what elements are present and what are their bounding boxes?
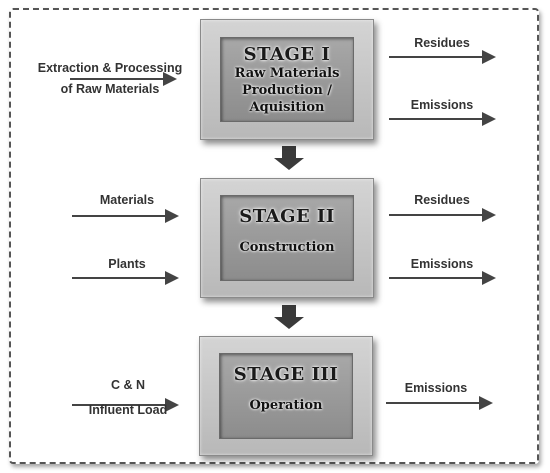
input-label-stage1: Extraction & Processing of Raw Materials [28,59,192,99]
stage-1-subtitle-line-3: Aquisition [249,100,325,115]
down-arrow-stage2-to-3 [274,305,304,329]
stage-1-box: STAGE I Raw Materials Production / Aquis… [200,19,374,140]
stage-2-inner: STAGE II Construction [220,195,354,281]
input-label-stage3: C & N Influent Load [66,376,190,420]
output-label-stage1-residues: Residues [414,36,470,50]
stage-3-subtitle: Operation [249,398,323,413]
input-label-materials: Materials [99,193,155,207]
stage-1-inner: STAGE I Raw Materials Production / Aquis… [220,37,354,122]
stage-1-subtitle-line-1: Raw Materials [234,66,340,81]
output-label-stage3-emissions: Emissions [404,381,468,395]
input-label-stage3-line-2: Influent Load [88,403,168,417]
down-arrow-stage1-to-2 [274,146,304,170]
output-label-stage2-residues: Residues [414,193,470,207]
input-label-stage1-line-2: of Raw Materials [60,82,160,96]
input-label-stage1-line-1: Extraction & Processing [37,61,183,75]
stage-1-title: STAGE I [243,44,331,65]
stage-3-inner: STAGE III Operation [219,353,353,439]
stage-3-box: STAGE III Operation [199,336,373,456]
stage-2-title: STAGE II [239,206,335,227]
stage-2-subtitle: Construction [239,240,335,255]
input-label-plants: Plants [108,257,146,271]
output-label-stage2-emissions: Emissions [410,257,474,271]
diagram-frame [9,8,539,464]
stage-3-title: STAGE III [233,364,339,385]
input-label-stage3-line-1: C & N [110,378,146,392]
stage-1-subtitle-line-2: Production / [241,83,333,98]
output-label-stage1-emissions: Emissions [410,98,474,112]
stage-2-box: STAGE II Construction [200,178,374,298]
